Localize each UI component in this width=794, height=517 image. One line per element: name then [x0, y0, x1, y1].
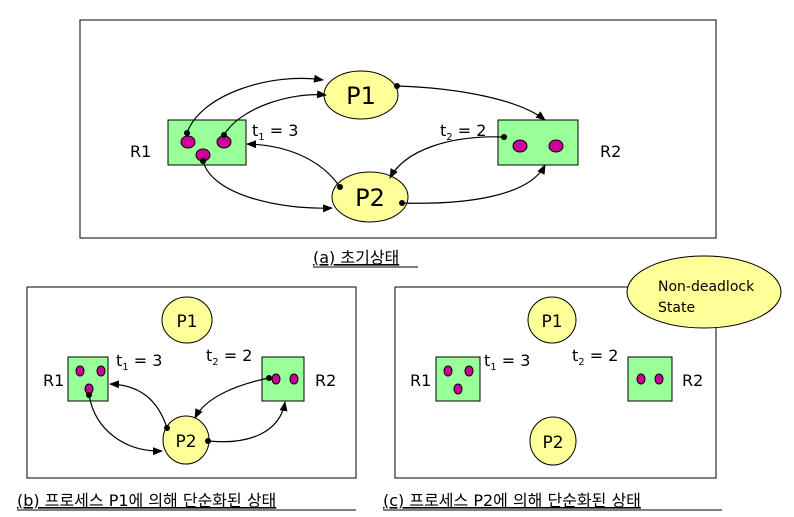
- edge-p2-to-r1: [246, 140, 341, 188]
- process-p2-label: P2: [355, 184, 385, 212]
- process-p2-label: P2: [175, 432, 196, 452]
- t2-label: t2 = 2: [440, 121, 486, 143]
- process-p1-label: P1: [346, 82, 376, 110]
- resource-r1-label: R1: [130, 142, 151, 161]
- edge-r1-to-p1: [223, 90, 327, 136]
- process-p1-node: [161, 296, 213, 344]
- process-p2-node: [529, 416, 577, 466]
- resource-r2-label: R2: [315, 371, 336, 390]
- t2-label: t2 = 2: [572, 346, 618, 368]
- panel-a: P1 P2 R1 R2 t1 = 3 t2 = 2: [79, 19, 717, 239]
- resource-r1-instance: [464, 365, 474, 377]
- t1-label: t1 = 3: [484, 351, 530, 373]
- edge-p2-to-r2: [401, 164, 546, 204]
- edge-p2-to-r2: [207, 401, 288, 443]
- edge-r2-to-p2: [194, 377, 270, 419]
- edge-r1-to-p2: [88, 394, 163, 456]
- caption-c: (c) 프로세스 P2에 의해 단순화된 상태: [383, 491, 641, 510]
- process-p2-node: [331, 171, 409, 223]
- caption-b: (b) 프로세스 P1에 의해 단순화된 상태: [17, 491, 276, 510]
- resource-r1-label: R1: [410, 371, 431, 390]
- non-deadlock-state-badge: [626, 255, 782, 329]
- edge-endpoint-dot: [200, 158, 206, 164]
- edge-endpoint-dot: [86, 392, 92, 398]
- panel-b: P1 P2 R1 R2 t1 = 3 t2 = 2: [26, 286, 357, 479]
- resource-r2-label: R2: [682, 371, 703, 390]
- process-p1-label: P1: [541, 312, 562, 332]
- edge-endpoint-dot: [266, 375, 272, 381]
- resource-r2-box: [627, 356, 673, 402]
- edge-endpoint-dot: [394, 83, 400, 89]
- resource-r1-instance: [75, 365, 85, 377]
- edge-endpoint-dot: [337, 184, 343, 190]
- process-p1-label: P1: [176, 312, 197, 332]
- edge-endpoint-dot: [399, 200, 405, 206]
- non-deadlock-state-line1: Non-deadlock: [658, 279, 755, 295]
- edge-r2-to-p2: [389, 136, 505, 179]
- process-p1-node: [527, 296, 577, 344]
- resource-r2-instance: [271, 373, 281, 385]
- resource-r2-instance: [636, 373, 646, 385]
- resource-r1-instance: [96, 365, 106, 377]
- resource-r1-instance: [443, 365, 453, 377]
- t1-label: t1 = 3: [116, 351, 162, 373]
- caption-a: (a) 초기상태: [313, 248, 399, 267]
- edge-r1-to-p1: [186, 74, 324, 134]
- edge-p2-to-r1: [109, 380, 168, 429]
- resource-r2-instance: [289, 373, 299, 385]
- edge-endpoint-dot: [221, 132, 227, 138]
- resource-r1-label: R1: [43, 371, 64, 390]
- t2-label: t2 = 2: [206, 346, 252, 368]
- edge-endpoint-dot: [164, 425, 170, 431]
- edge-endpoint-dot: [184, 130, 190, 136]
- resource-r2-label: R2: [600, 142, 621, 161]
- edge-r1-to-p2: [202, 160, 333, 213]
- resource-r2-box: [497, 119, 579, 166]
- resource-r2-instance: [654, 373, 664, 385]
- resource-r1-instance: [453, 383, 463, 395]
- non-deadlock-state-line2: State: [658, 300, 695, 316]
- edge-p1-to-r2: [396, 85, 546, 121]
- resource-r1-instance: [180, 135, 196, 149]
- resource-r2-instance: [548, 139, 564, 153]
- edge-endpoint-dot: [205, 438, 211, 444]
- t1-label: t1 = 3: [252, 121, 298, 143]
- process-p2-label: P2: [542, 433, 563, 453]
- resource-r2-instance: [512, 139, 528, 153]
- edge-endpoint-dot: [501, 134, 507, 140]
